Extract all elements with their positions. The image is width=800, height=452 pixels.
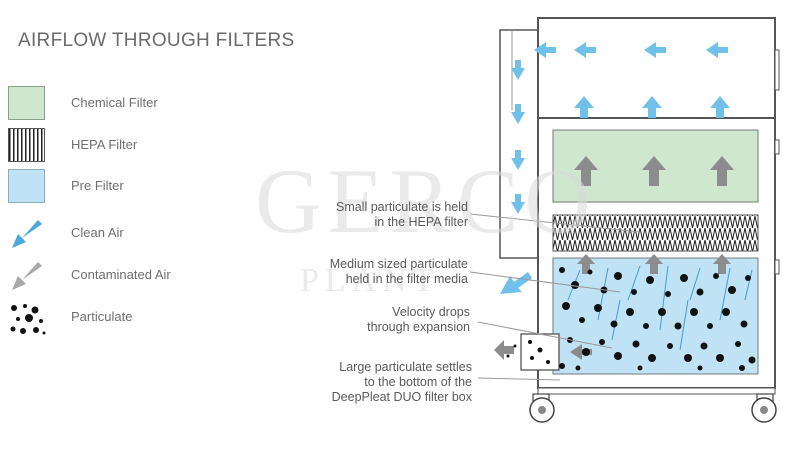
legend-label-clean-air: Clean Air (71, 225, 124, 240)
legend-label-chemical-filter: Chemical Filter (71, 95, 158, 110)
legend-label-hepa-filter: HEPA Filter (71, 137, 138, 152)
legend-item-hepa-filter: HEPA Filter (8, 128, 268, 168)
hepa-filter-swatch (8, 128, 45, 162)
legend-item-chemical-filter: Chemical Filter (8, 86, 268, 126)
legend-item-particulate: Particulate (8, 300, 268, 340)
chemical-filter-swatch (8, 86, 45, 120)
upper-housing (537, 17, 776, 119)
left-wheel (529, 393, 555, 423)
contaminated-air-arrows (494, 156, 734, 360)
right-wheel (751, 393, 777, 423)
particulate-dots (506, 267, 756, 371)
hepa-filter (552, 214, 759, 252)
clean-air-arrows (500, 42, 730, 294)
legend-label-contaminated-air: Contaminated Air (71, 267, 171, 282)
contaminated-air-arrow-icon (12, 262, 42, 290)
legend-item-clean-air: Clean Air (8, 216, 268, 256)
annotation-leaders (469, 213, 641, 381)
legend-item-contaminated-air: Contaminated Air (8, 258, 268, 298)
legend-label-particulate: Particulate (71, 309, 133, 324)
watermark-sub: PLANT (300, 262, 440, 299)
watermark-logo: GERCO (255, 150, 597, 252)
clean-air-arrow-icon (12, 220, 42, 248)
particulate-icon (10, 304, 46, 335)
diagram-title: AIRFLOW THROUGH FILTERS (18, 30, 295, 51)
legend-label-pre-filter: Pre Filter (71, 178, 124, 193)
pre-filter-swatch (8, 169, 45, 203)
legend-item-pre-filter: Pre Filter (8, 169, 268, 209)
